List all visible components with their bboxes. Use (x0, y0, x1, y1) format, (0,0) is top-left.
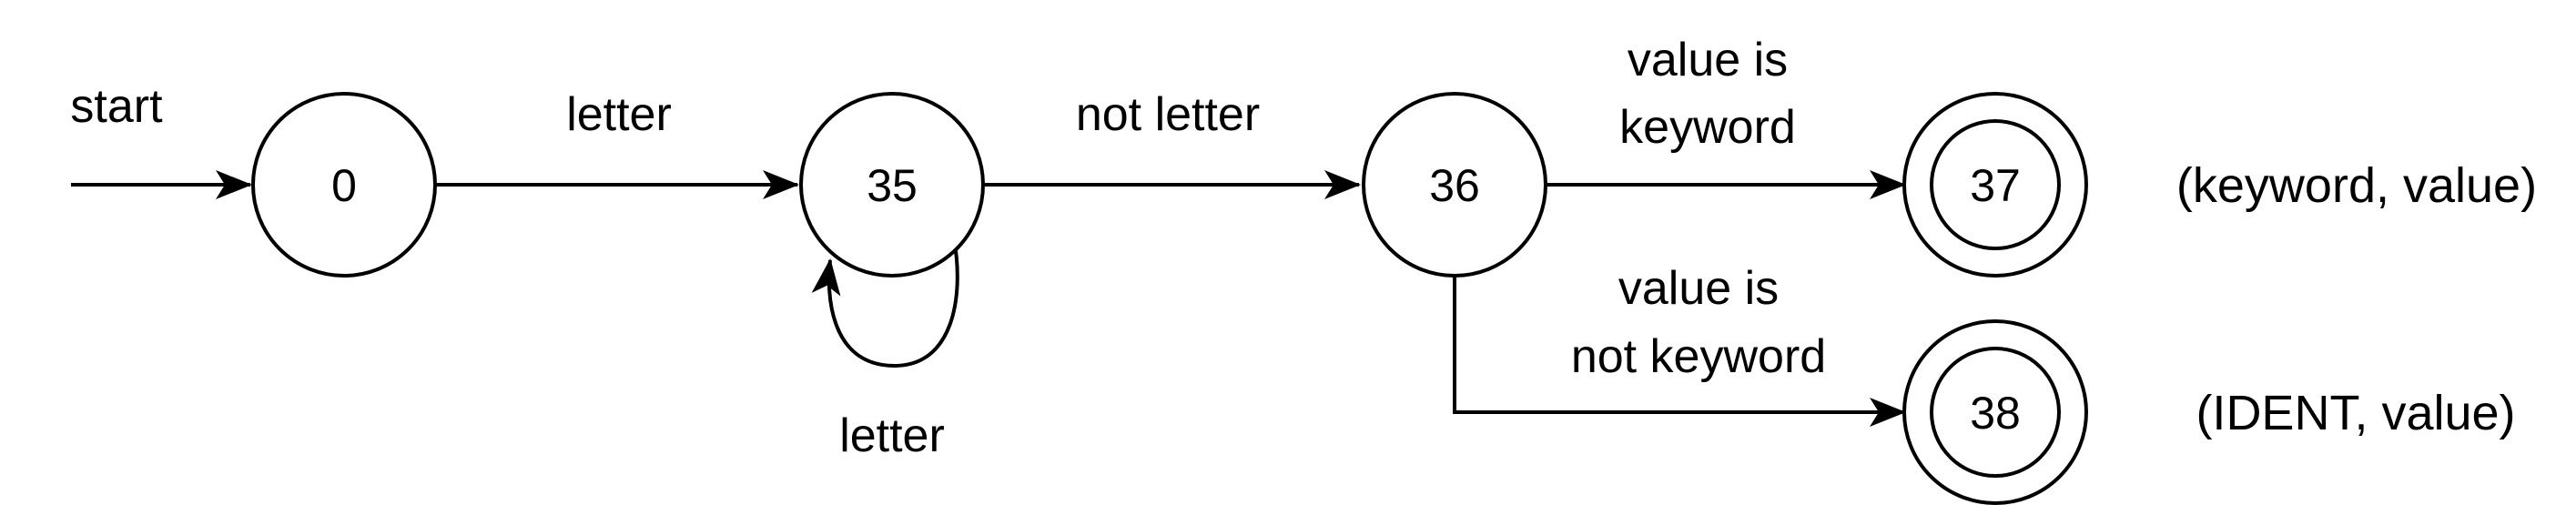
edge-36-37-label-line2: keyword (1619, 101, 1796, 154)
edge-36-38-label-line2: not keyword (1571, 330, 1826, 383)
edge-36-38-label-line1: value is (1618, 262, 1779, 315)
edge-35-35-label: letter (839, 409, 945, 462)
output-state-38: (IDENT, value) (2196, 386, 2515, 440)
output-state-37: (keyword, value) (2176, 158, 2537, 213)
edge-35-35-loop (811, 237, 959, 369)
edge-0-35-label: letter (566, 88, 672, 141)
state-37-label: 37 (1970, 160, 2021, 211)
state-37-accepting: 37 (1902, 92, 2088, 278)
state-0-label: 0 (331, 160, 357, 211)
edge-36-38 (1453, 277, 1906, 427)
state-38-label: 38 (1970, 388, 2021, 439)
state-38-accepting: 38 (1902, 319, 2088, 505)
edge-35-36-label: not letter (1076, 88, 1260, 141)
edge-36-37-label-line1: value is (1628, 34, 1788, 86)
state-36-label: 36 (1429, 160, 1480, 211)
state-0: 0 (251, 92, 437, 278)
state-35-label: 35 (867, 160, 918, 211)
start-label: start (70, 80, 163, 133)
state-36: 36 (1362, 92, 1547, 278)
state-35: 35 (799, 92, 985, 278)
